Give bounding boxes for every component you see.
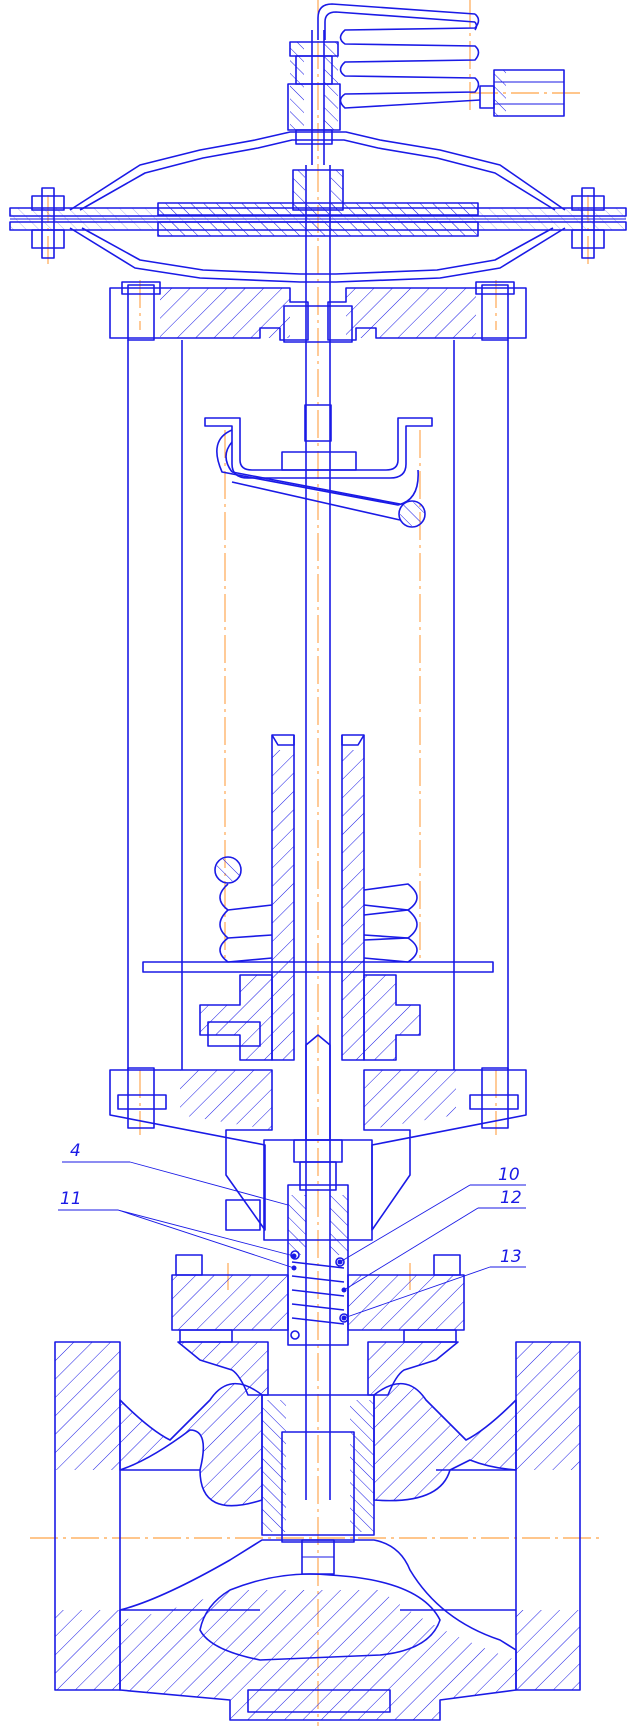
stem-nuts <box>293 1034 343 1191</box>
callout-label-10: 10 <box>498 1165 520 1185</box>
callout-label-13: 13 <box>500 1247 522 1267</box>
yoke-lower-plate <box>109 1067 527 1241</box>
callout-leaders <box>58 1161 526 1321</box>
diaphragm-housing <box>9 131 627 283</box>
callout-label-11: 11 <box>60 1189 82 1209</box>
spring-seat-plate <box>142 961 494 1061</box>
spring-upper-cup <box>204 417 433 528</box>
spring-lower <box>214 856 418 963</box>
top-fitting <box>287 30 341 165</box>
packing-gland <box>225 1184 349 1346</box>
callout-label-4: 4 <box>70 1141 81 1161</box>
callout-label-12: 12 <box>500 1188 522 1208</box>
guide-sleeve <box>271 734 365 1061</box>
bonnet <box>171 1254 465 1396</box>
yoke-top-plate <box>109 281 527 343</box>
signal-tube-coil <box>317 3 565 117</box>
yoke-columns <box>127 340 509 1070</box>
valve-body <box>54 1341 581 1721</box>
